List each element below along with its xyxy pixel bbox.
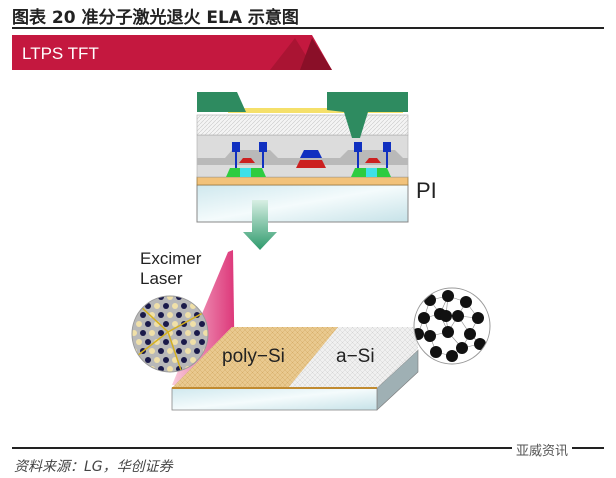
atom-dot — [440, 310, 452, 322]
atom-dot — [154, 303, 160, 309]
atom-dot — [185, 312, 191, 318]
atom-dot — [167, 366, 173, 372]
atom-dot — [163, 303, 169, 309]
atom-dot — [181, 357, 187, 363]
atom-dot — [199, 339, 205, 345]
atom-dot — [132, 357, 133, 363]
watermark: 亚威资讯 — [512, 440, 573, 459]
banner-label: LTPS TFT — [22, 44, 99, 63]
atom-dot — [199, 303, 205, 309]
atom-dot — [185, 330, 191, 336]
atom-dot — [172, 339, 178, 345]
atom-dot — [136, 321, 142, 327]
a-si-label: a−Si — [336, 346, 375, 367]
atom-dot — [472, 312, 484, 324]
atom-dot — [163, 321, 169, 327]
tft-cross-section: PI — [196, 92, 437, 223]
atom-dot — [194, 296, 200, 300]
atom-dot — [132, 303, 133, 309]
atom-dot — [145, 357, 151, 363]
atom-dot — [145, 339, 151, 345]
atom-dot — [140, 330, 146, 336]
atom-dot — [176, 312, 182, 318]
atom-dot — [430, 346, 442, 358]
atom-dot — [194, 330, 200, 336]
atom-dot — [163, 339, 169, 345]
atom-dot — [163, 357, 169, 363]
atom-dot — [181, 303, 187, 309]
atom-dot — [190, 339, 196, 345]
atom-dot — [149, 348, 155, 354]
atom-dot — [167, 312, 173, 318]
atom-dot — [418, 312, 430, 324]
atom-dot — [158, 312, 164, 318]
atom-dot — [442, 326, 454, 338]
atom-dot — [460, 296, 472, 308]
atom-dot — [132, 296, 137, 300]
banner: LTPS TFT — [12, 35, 332, 70]
atom-dot — [140, 296, 146, 300]
atom-dot — [158, 348, 164, 354]
atom-dot — [176, 348, 182, 354]
atom-dot — [167, 296, 173, 300]
atom-dot — [176, 330, 182, 336]
atom-dot — [185, 348, 191, 354]
atom-dot — [452, 310, 464, 322]
atom-dot — [154, 357, 160, 363]
atom-dot — [167, 348, 173, 354]
atom-dot — [474, 338, 486, 350]
atom-dot — [145, 303, 151, 309]
atom-dot — [154, 339, 160, 345]
a-si-atoms-magnified — [413, 287, 491, 365]
poly-si-label: poly−Si — [222, 346, 285, 367]
atom-dot — [149, 330, 155, 336]
atom-dot — [194, 348, 200, 354]
atom-dot — [172, 303, 178, 309]
atom-dot — [199, 321, 205, 327]
atom-dot — [446, 350, 458, 362]
down-arrow-icon — [243, 200, 277, 250]
atom-dot — [145, 321, 151, 327]
figure-title: 图表 20 准分子激光退火 ELA 示意图 — [12, 8, 299, 28]
atom-dot — [424, 330, 436, 342]
title-rule — [12, 27, 604, 29]
atom-dot — [140, 312, 146, 318]
footer-rule — [12, 447, 604, 449]
atom-dot — [203, 296, 208, 300]
atom-dot — [140, 366, 146, 372]
atom-dot — [464, 328, 476, 340]
source-note: 资料来源：LG，华创证券 — [14, 459, 173, 475]
atom-dot — [456, 342, 468, 354]
atom-dot — [132, 366, 137, 372]
atom-dot — [190, 321, 196, 327]
atom-dot — [190, 357, 196, 363]
laser-label-line2: Laser — [140, 269, 183, 288]
silicon-slab: poly−Si a−Si — [171, 327, 419, 411]
atom-dot — [442, 290, 454, 302]
laser-label-line1: Excimer — [140, 249, 202, 268]
atom-dot — [158, 330, 164, 336]
atom-dot — [132, 321, 133, 327]
pi-label: PI — [416, 178, 437, 203]
atom-dot — [136, 303, 142, 309]
atom-dot — [136, 339, 142, 345]
atom-dot — [424, 294, 436, 306]
atom-dot — [172, 321, 178, 327]
atom-dot — [181, 339, 187, 345]
